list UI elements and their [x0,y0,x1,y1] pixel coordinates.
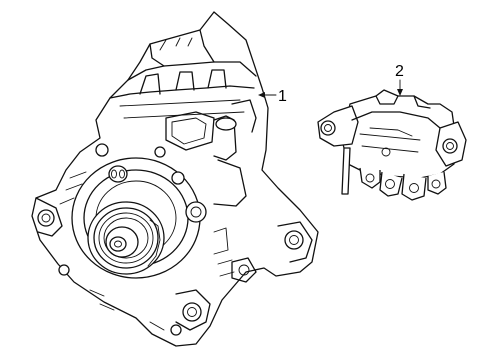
bracket-drawing [317,89,467,201]
callout-number: 2 [395,63,404,80]
callout-2: 2 [395,63,404,96]
callout-number: 1 [278,88,287,105]
callout-1: 1 [258,88,287,105]
alternator-drawing [31,11,319,347]
